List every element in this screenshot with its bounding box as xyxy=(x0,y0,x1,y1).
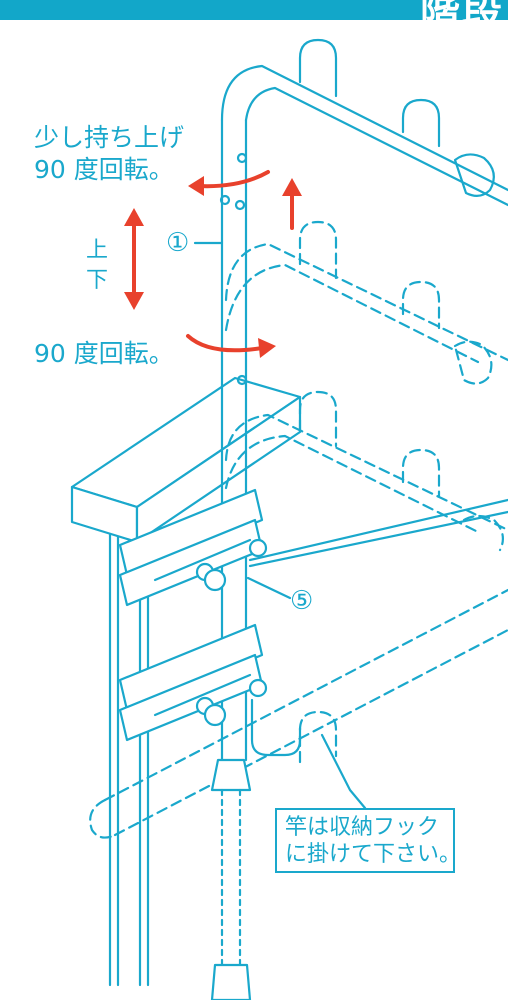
note-box: 竿は収納フック に掛けて下さい。 xyxy=(275,808,462,873)
label-lift-rotate-line1: 少し持ち上げ xyxy=(34,123,185,152)
leader-part5-long xyxy=(248,498,508,562)
upper-bracket xyxy=(118,488,268,607)
pole-dashed-lower-middle xyxy=(224,390,508,552)
leader-part5 xyxy=(246,576,292,600)
label-part5: ⑤ xyxy=(290,586,314,616)
leader-note xyxy=(320,733,367,810)
motion-arrows xyxy=(124,170,302,358)
label-up: 上 xyxy=(86,238,109,263)
header-title: 階段 xyxy=(420,0,504,20)
header-bar: 階段 xyxy=(0,0,508,20)
lower-bracket xyxy=(118,623,268,742)
note-line2: に掛けて下さい。 xyxy=(285,842,462,867)
label-part1: ① xyxy=(166,228,190,258)
leader-part5-long2 xyxy=(248,510,508,568)
pole-dashed-lower xyxy=(89,588,508,839)
note-line1: 竿は収納フック xyxy=(285,815,440,840)
pole-sleeve xyxy=(210,758,252,1000)
label-lift-rotate-line2: 90 度回転。 xyxy=(34,155,174,184)
storage-hook xyxy=(250,698,302,757)
pole-dashed-middle xyxy=(224,220,508,385)
label-down: 下 xyxy=(86,268,109,293)
rotate-arrow-bottom xyxy=(186,334,264,353)
rotate-arrow-top xyxy=(196,170,270,189)
label-rotate: 90 度回転。 xyxy=(34,339,174,368)
